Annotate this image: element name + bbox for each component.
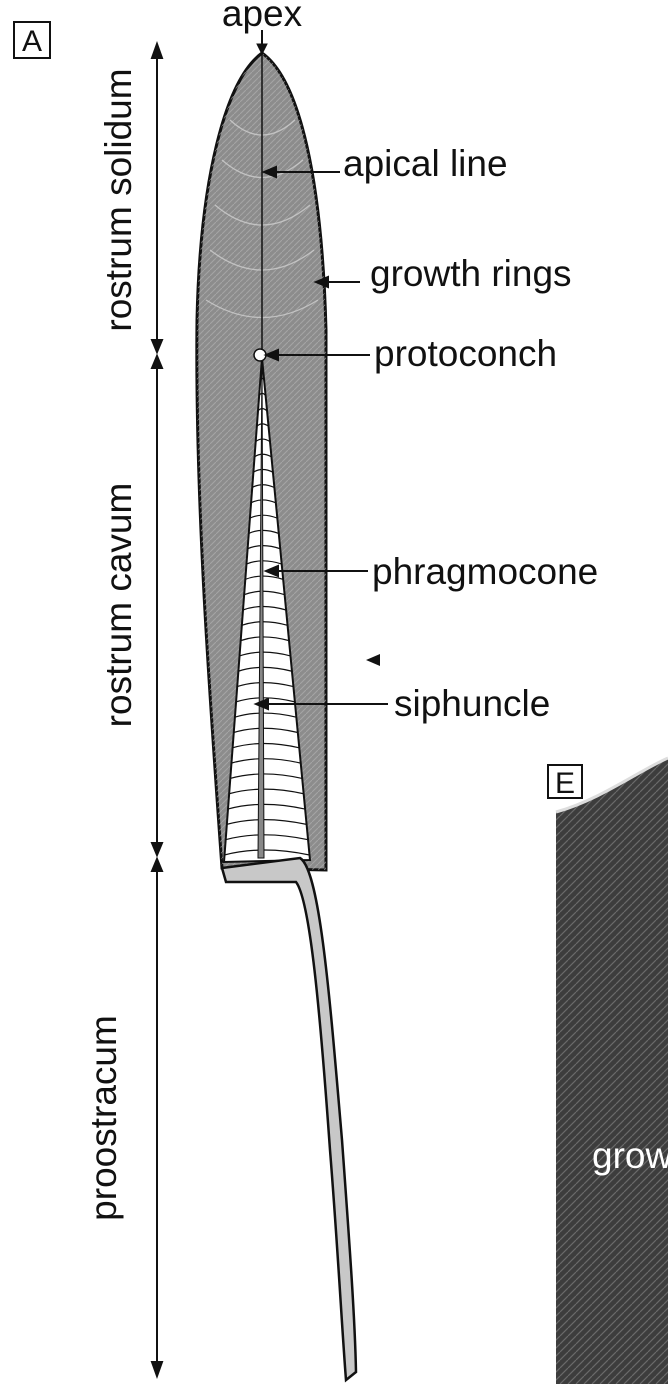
apical-line-label: apical line <box>343 143 508 184</box>
proostracum-label: proostracum <box>83 1015 124 1221</box>
panel-e-label: E <box>555 767 575 800</box>
panel-a-label: A <box>14 22 50 58</box>
phragmocone-label: phragmocone <box>372 551 598 592</box>
rostrum-solidum-label: rostrum solidum <box>98 68 139 331</box>
proostracum <box>222 858 356 1380</box>
panel-e-growth-text: grow <box>592 1135 668 1176</box>
siphuncle-label: siphuncle <box>394 683 550 724</box>
stray-arrowhead <box>366 654 380 666</box>
svg-text:A: A <box>22 25 42 58</box>
panel-e: E grow <box>548 758 668 1384</box>
protoconch-label: protoconch <box>374 333 557 374</box>
apex-label: apex <box>222 0 303 34</box>
growth-rings-label: growth rings <box>370 253 572 294</box>
rostrum-cavum-label: rostrum cavum <box>98 483 139 728</box>
dimension-arrows <box>152 44 162 1376</box>
